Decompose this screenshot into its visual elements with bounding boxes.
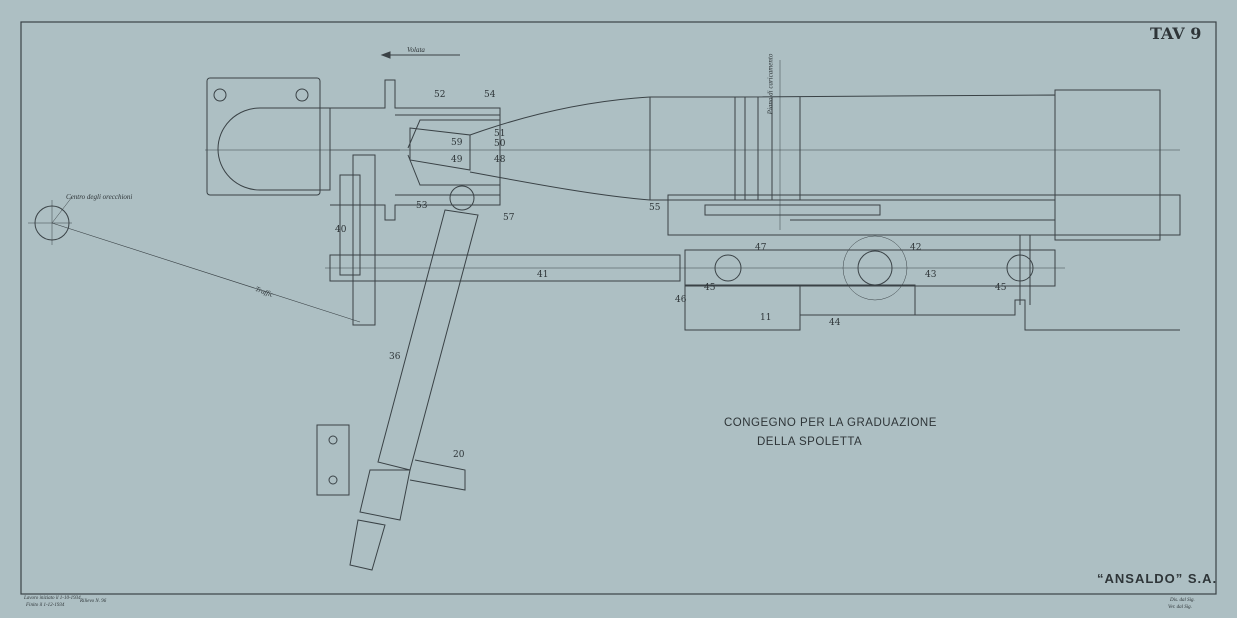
part-label: 45	[704, 283, 716, 293]
part-label: 44	[829, 318, 841, 328]
footer-left-line2: Finito il 1-12-1934	[26, 603, 65, 608]
diagonal-drive-shaft	[316, 209, 479, 571]
company-name: “ANSALDO” S.A.	[1097, 571, 1218, 586]
drawing-title-line2: DELLA SPOLETTA	[757, 436, 863, 448]
part-label: 36	[389, 352, 401, 362]
volata-label: Volata	[407, 46, 425, 54]
part-label: 40	[335, 225, 347, 235]
volata-arrow	[380, 51, 460, 59]
part-label: 49	[451, 155, 463, 165]
part-label: 51	[494, 129, 506, 139]
part-label: 50	[494, 139, 506, 149]
part-label: 47	[755, 243, 767, 253]
setting-rod	[325, 235, 1180, 331]
plate-number: TAV 9	[1150, 24, 1202, 43]
part-label: 53	[416, 201, 428, 211]
part-label: 55	[649, 203, 661, 213]
part-label: 59	[451, 138, 463, 148]
part-label: 43	[925, 270, 937, 280]
part-label: 46	[675, 295, 687, 305]
part-label: 42	[910, 243, 922, 253]
part-label: 48	[494, 155, 506, 165]
part-label: 20	[453, 450, 465, 460]
fuze-setter-housing	[330, 79, 501, 326]
centro-circle	[28, 196, 361, 323]
loading-tray	[667, 194, 1181, 236]
mounting-bracket	[205, 77, 400, 196]
footer-right-line2: Ver. dal Sig.	[1168, 605, 1192, 610]
projectile-shell	[330, 60, 1180, 241]
part-label: 54	[484, 90, 496, 100]
centro-label: Centro degli orecchioni	[66, 193, 133, 201]
drawing-title-line1: CONGEGNO PER LA GRADUAZIONE	[724, 417, 937, 429]
part-label: 57	[503, 213, 515, 223]
footer-left-ref: Rilievo N. 96	[80, 599, 107, 604]
part-label: 11	[760, 313, 772, 323]
footer-left-line1: Lavoro iniziato il 1-10-1934	[24, 596, 81, 601]
piano-label: Piano di caricamento	[766, 53, 775, 115]
footer-right-line1: Dis. dal Sig.	[1170, 598, 1195, 603]
part-label: 52	[434, 90, 446, 100]
part-label: 45	[995, 283, 1007, 293]
border-frame	[20, 21, 1217, 595]
part-label: 41	[537, 270, 549, 280]
